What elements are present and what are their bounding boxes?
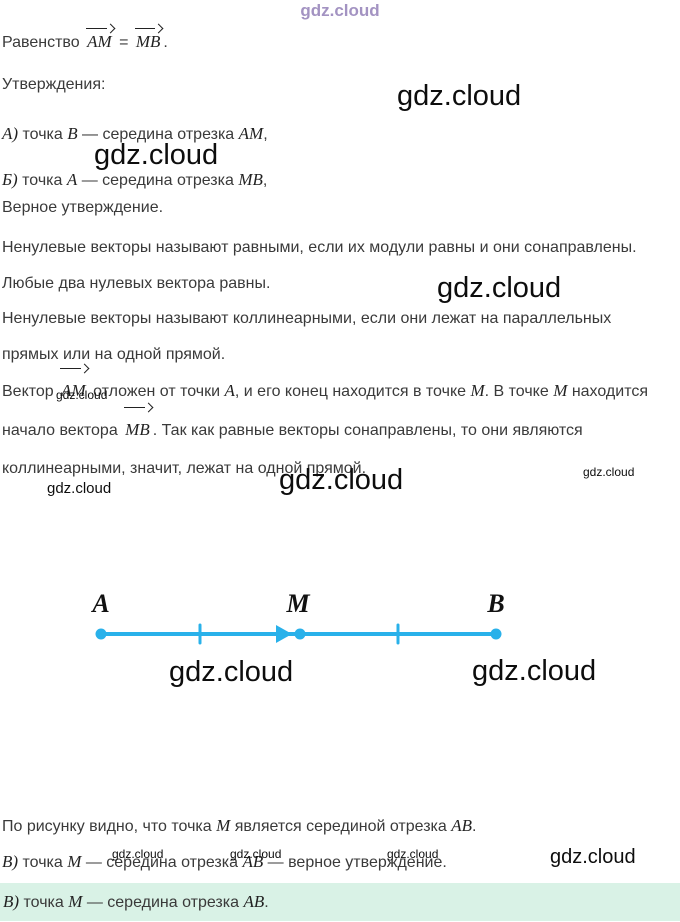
watermark: gdz.cloud [387,847,439,861]
true-statement-note: Верное утверждение. [2,199,164,216]
watermark: gdz.cloud [472,655,597,687]
paragraph-collinear: Ненулевые векторы называют коллинеарными… [2,310,612,363]
math-symbol: AM [238,124,264,143]
answer-highlight: В) точка M — середина отрезка AB. [0,883,680,921]
paragraph-vector-explanation: Вектор AM отложен от точки A, и его коне… [2,368,680,488]
text-segment: , [262,172,268,189]
figure-label-b: B [486,589,504,618]
watermark: gdz.cloud [300,1,380,20]
equals-sign: = [114,34,133,51]
paragraph-equal-vectors: Ненулевые векторы называют равными, если… [2,239,637,292]
text-segment: , [263,126,268,143]
figure: A M B [90,589,505,645]
figure-label-m: M [285,589,310,618]
math-symbol: AB [242,852,264,871]
paragraph-picture-conclusion: По рисунку видно, что точка M является с… [2,816,476,836]
text-segment: отложен от точки [88,383,225,400]
text-segment: — верное утверждение. [263,854,447,871]
math-symbol: A [66,170,78,189]
statement-b: Б) точка A — середина отрезка MB, [2,170,267,190]
text-segment: По рисунку видно, что точка [2,818,217,835]
equality-line: Равенство AM = MB. [2,28,168,52]
text-segment: . Так как равные векторы сонаправлены, т… [2,422,583,477]
watermark: gdz.cloud [230,847,282,861]
statements-title: Утверждения: [2,76,106,93]
watermark: gdz.cloud [169,656,294,688]
text-segment: — середина отрезка [77,126,239,143]
statement-a: А) точка B — середина отрезка AM, [2,124,268,144]
arrowhead [276,625,292,643]
text-segment: точка [19,894,69,911]
watermark: gdz.cloud [112,847,164,861]
math-symbol: AB [243,892,265,911]
watermark: gdz.cloud [397,80,522,112]
vector-mb: MB [134,28,161,51]
math-symbol: AB [451,816,472,835]
math-symbol: M [68,892,83,911]
point-b-dot [490,628,502,640]
text-segment: точка [18,126,68,143]
text-segment: . [472,818,477,835]
math-symbol: M [216,816,231,835]
watermark: gdz.cloud [279,464,404,496]
statement-label: В) [2,852,19,871]
figure-label-a: A [90,589,109,618]
math-symbol: MB [238,170,263,189]
math-symbol: M [67,852,82,871]
watermark: gdz.cloud [56,388,108,402]
math-symbol: M [553,381,568,400]
statement-label: А) [2,124,19,143]
text-segment: . [264,894,269,911]
vector-am: AM [60,368,87,410]
watermark: gdz.cloud [94,139,219,171]
point-m-dot [294,628,306,640]
text-segment: Равенство [2,34,85,51]
text-segment: Вектор [2,383,59,400]
text-segment: . В точке [484,383,554,400]
text-segment: . [163,34,168,51]
statement-label: В) [3,892,20,911]
text-segment: , и его конец находится в точке [234,383,471,400]
text-segment: является серединой отрезка [230,818,452,835]
statement-label: Б) [2,170,18,189]
point-a-dot [95,628,107,640]
math-symbol: B [67,124,78,143]
text-segment: — середина отрезка [82,894,244,911]
text-segment: — середина отрезка [81,854,243,871]
text-segment: — середина отрезка [77,172,239,189]
text-segment: точка [17,172,67,189]
watermark: gdz.cloud [437,272,562,304]
math-symbol: A [224,381,235,400]
watermark: gdz.cloud [47,480,112,497]
text-segment: находится начало вектора [2,383,649,439]
watermark: gdz.cloud [583,465,635,479]
watermark: gdz.cloud [550,846,636,868]
vector-mb: MB [124,407,151,449]
math-symbol: M [470,381,485,400]
vector-am: AM [86,28,112,51]
statement-v: В) точка M — середина отрезка AB — верно… [2,852,447,872]
text-segment: точка [18,854,68,871]
